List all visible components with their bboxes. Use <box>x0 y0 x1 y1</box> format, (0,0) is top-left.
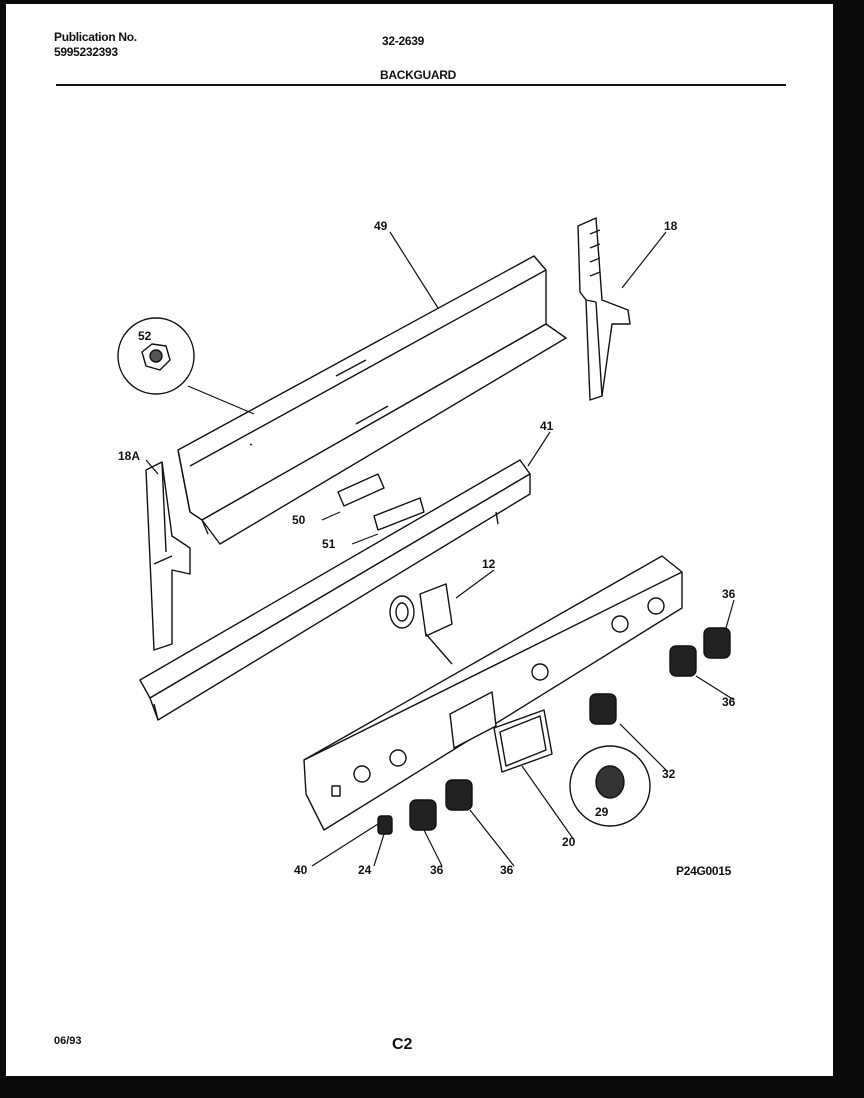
callout-part-24: 24 <box>358 863 372 877</box>
page-code: C2 <box>392 1036 413 1053</box>
section-title: BACKGUARD <box>380 68 456 82</box>
knob-part-36-lower-center <box>445 779 473 811</box>
support-rail-part-41 <box>139 459 531 721</box>
callout-part-18: 18 <box>664 219 678 233</box>
clip-part-51 <box>373 497 425 531</box>
knob-part-36-lower-left <box>409 799 437 831</box>
knob-part-32 <box>589 693 617 725</box>
switch-knob-part-24 <box>377 815 393 835</box>
nut-detail-part-52 <box>117 317 195 395</box>
clock-part-20 <box>493 709 553 773</box>
side-bracket-part-18 <box>577 217 631 401</box>
publication-label: Publication No. <box>54 30 137 44</box>
callout-part-41: 41 <box>540 419 554 433</box>
knob-part-36-upper-right <box>703 627 731 659</box>
callout-part-49: 49 <box>374 219 388 233</box>
knob-part-36-mid-right <box>669 645 697 677</box>
callout-part-51: 51 <box>322 537 336 551</box>
leader-lines <box>145 231 735 867</box>
publication-number: 5995232393 <box>54 45 118 59</box>
backguard-trim-part-49 <box>177 255 567 545</box>
exploded-view-diagram: 49 18 52 18A 41 50 51 12 36 36 32 29 20 … <box>117 217 736 877</box>
figure-id: P24G0015 <box>676 864 731 878</box>
callout-part-18a: 18A <box>118 449 140 463</box>
model-number: 32-2639 <box>382 34 424 48</box>
callout-part-20: 20 <box>562 835 576 849</box>
callout-part-52: 52 <box>138 329 152 343</box>
callout-part-32: 32 <box>662 767 676 781</box>
knob-detail-part-29 <box>569 745 651 827</box>
callout-part-36-upper: 36 <box>722 587 736 601</box>
callout-part-12: 12 <box>482 557 496 571</box>
parts-sheet: Publication No. 5995232393 32-2639 BACKG… <box>6 4 833 1076</box>
callout-part-40: 40 <box>294 863 308 877</box>
control-panel-part-40 <box>303 555 683 831</box>
header-rule <box>56 84 786 86</box>
callout-part-36-right: 36 <box>722 695 736 709</box>
side-bracket-part-18a <box>145 461 191 651</box>
footer-date: 06/93 <box>54 1035 82 1047</box>
clip-part-50 <box>337 473 385 507</box>
callout-part-29: 29 <box>595 805 609 819</box>
callout-part-36-lower-center: 36 <box>500 863 514 877</box>
switch-part-12 <box>389 583 453 665</box>
callout-part-36-lower-left: 36 <box>430 863 444 877</box>
callout-part-50: 50 <box>292 513 306 527</box>
